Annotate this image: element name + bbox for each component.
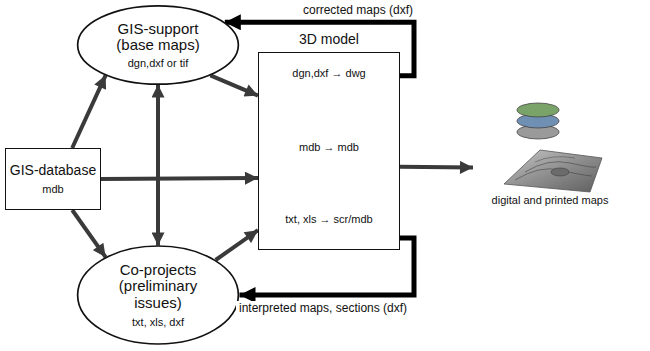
node-text: mdb → mdb bbox=[259, 141, 399, 153]
node-text: GIS-database bbox=[10, 163, 96, 179]
flow-arrow bbox=[101, 176, 258, 181]
node-text: txt, xls → scr/mdb bbox=[259, 213, 399, 225]
node-text: txt, xls, dxf bbox=[132, 316, 184, 328]
flow-arrow bbox=[72, 210, 105, 257]
terrain-map bbox=[504, 150, 602, 192]
node-content: GIS-database mdb bbox=[6, 149, 100, 209]
node-text: GIS-support (base maps) bbox=[99, 21, 217, 55]
flow-arrow bbox=[216, 230, 258, 260]
flow-arrow bbox=[210, 75, 258, 95]
node-text: dgn,dxf → dwg bbox=[259, 67, 399, 79]
edge-label: interpreted maps, sections (dxf) bbox=[236, 301, 410, 315]
node-text: digital and printed maps bbox=[473, 194, 627, 206]
edge-label: corrected maps (dxf) bbox=[300, 3, 416, 17]
ellipse-outline bbox=[78, 246, 239, 344]
node-content: Co-projects (preliminary issues) txt, xls… bbox=[76, 245, 240, 345]
node-text: Co-projects (preliminary issues) bbox=[99, 262, 217, 312]
node-text: dgn,dxf or tif bbox=[128, 57, 189, 69]
source-ellipse: GIS-support (base maps) dgn,dxf or tif bbox=[76, 5, 240, 85]
node-content: GIS-support (base maps) dgn,dxf or tif bbox=[76, 5, 240, 85]
feedback-arrow bbox=[240, 238, 415, 295]
output-node: digital and printed maps bbox=[473, 98, 627, 212]
flow-arrow bbox=[156, 85, 160, 246]
box-heading: 3D model bbox=[259, 32, 399, 48]
source-ellipse: Co-projects (preliminary issues) txt, xls… bbox=[76, 245, 240, 345]
ellipse-outline bbox=[78, 6, 239, 84]
node-text: mdb bbox=[42, 183, 63, 195]
model-box: 3D modeldgn,dxf → dwgmdb → mdbtxt, xls →… bbox=[258, 52, 400, 250]
flow-arrow bbox=[400, 165, 473, 170]
layer-stack bbox=[517, 103, 559, 139]
database-box: GIS-database mdb bbox=[5, 148, 101, 210]
flow-arrow bbox=[72, 75, 105, 148]
